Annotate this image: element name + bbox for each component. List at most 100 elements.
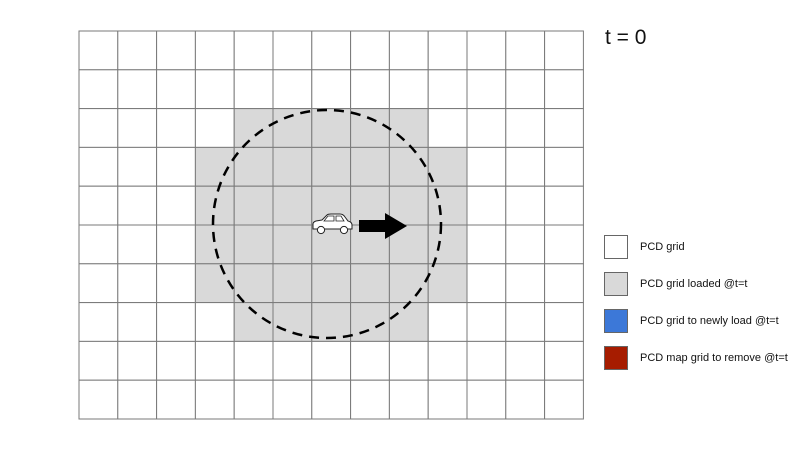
grid-cell-loaded — [388, 302, 429, 342]
load-radius-circle — [211, 108, 443, 340]
grid-cell — [466, 224, 507, 265]
grid-cell — [272, 340, 313, 381]
grid-cell — [427, 379, 468, 420]
grid-cell — [544, 146, 584, 187]
grid-cell — [544, 340, 584, 381]
grid-cell — [194, 379, 235, 420]
grid-cell-loaded — [350, 185, 390, 226]
grid-cell-loaded — [233, 108, 274, 148]
legend-item-newly-load: PCD grid to newly load @t=t — [604, 309, 800, 346]
grid-cell — [233, 379, 274, 420]
grid-cell — [350, 69, 390, 110]
grid-cell — [388, 30, 429, 71]
grid-cell — [544, 224, 584, 265]
grid-cell-loaded — [233, 185, 274, 226]
grid-cell — [466, 30, 507, 71]
grid-cell — [544, 185, 584, 226]
grid-cell-loaded — [233, 263, 274, 304]
grid-cell — [156, 224, 196, 265]
grid-cell — [117, 302, 158, 342]
grid-cell — [505, 340, 546, 381]
grid-cell — [505, 146, 546, 187]
legend-item-remove: PCD map grid to remove @t=t — [604, 346, 800, 383]
grid-cell — [78, 263, 119, 304]
grid-cell — [78, 302, 119, 342]
grid-cell — [272, 30, 313, 71]
grid-cell-loaded — [311, 263, 352, 304]
grid-cell — [272, 69, 313, 110]
grid-cell — [78, 340, 119, 381]
grid-cell-loaded — [427, 146, 468, 187]
grid-cell — [466, 185, 507, 226]
grid-cell — [350, 379, 390, 420]
grid-cell — [78, 30, 119, 71]
legend-label: PCD grid to newly load @t=t — [640, 315, 779, 327]
arrow-right-icon — [359, 213, 407, 239]
legend-label: PCD grid loaded @t=t — [640, 278, 748, 290]
grid-cell — [427, 30, 468, 71]
grid-cell — [427, 302, 468, 342]
grid-cell — [505, 224, 546, 265]
grid-cell-loaded — [311, 146, 352, 187]
grid-cell — [156, 185, 196, 226]
car-icon — [312, 213, 353, 235]
time-label: t = 0 — [605, 26, 647, 49]
grid-cell — [156, 30, 196, 71]
grid-cell — [156, 69, 196, 110]
grid-cell-loaded — [272, 263, 313, 304]
grid-cell — [311, 340, 352, 381]
legend-swatch-remove — [604, 346, 628, 370]
grid-cell — [388, 379, 429, 420]
grid-cell-loaded — [311, 302, 352, 342]
legend-swatch-loaded — [604, 272, 628, 296]
grid-cell — [117, 69, 158, 110]
grid-cell — [156, 263, 196, 304]
grid-cell — [117, 340, 158, 381]
grid-cell — [78, 185, 119, 226]
grid-cell — [272, 379, 313, 420]
grid-cell — [194, 108, 235, 148]
grid-cell — [117, 146, 158, 187]
grid-cell — [427, 108, 468, 148]
grid-cell — [466, 379, 507, 420]
grid-cell — [117, 108, 158, 148]
grid-cell — [505, 379, 546, 420]
grid-cell — [505, 108, 546, 148]
grid-cell — [194, 69, 235, 110]
legend-swatch-pcd-grid — [604, 235, 628, 259]
grid-cell — [350, 30, 390, 71]
grid-cell — [505, 185, 546, 226]
grid-cell — [156, 302, 196, 342]
grid-cell — [233, 30, 274, 71]
grid-cell — [156, 340, 196, 381]
grid-cell — [194, 340, 235, 381]
grid-cell-loaded — [388, 146, 429, 187]
grid-cell — [544, 379, 584, 420]
legend-item-loaded: PCD grid loaded @t=t — [604, 272, 800, 309]
grid-cell-loaded — [350, 263, 390, 304]
grid-cell — [156, 146, 196, 187]
legend: PCD grid PCD grid loaded @t=t PCD grid t… — [604, 235, 800, 383]
grid-cell — [194, 302, 235, 342]
grid-cell — [466, 108, 507, 148]
grid-cell — [117, 30, 158, 71]
grid-cell — [117, 379, 158, 420]
grid-cell — [233, 69, 274, 110]
grid-cell — [388, 340, 429, 381]
grid-cell — [505, 69, 546, 110]
grid-cell — [466, 69, 507, 110]
grid-cell-loaded — [427, 263, 468, 304]
grid-cell-loaded — [388, 108, 429, 148]
grid-cell-loaded — [272, 224, 313, 265]
grid-cell-loaded — [272, 185, 313, 226]
grid-cell — [194, 30, 235, 71]
grid-cell — [311, 69, 352, 110]
grid-cell — [117, 224, 158, 265]
grid-cell — [544, 263, 584, 304]
grid-cell — [505, 30, 546, 71]
grid-cell — [544, 69, 584, 110]
grid-cell — [117, 263, 158, 304]
grid-cell — [78, 69, 119, 110]
grid-cell-loaded — [311, 108, 352, 148]
